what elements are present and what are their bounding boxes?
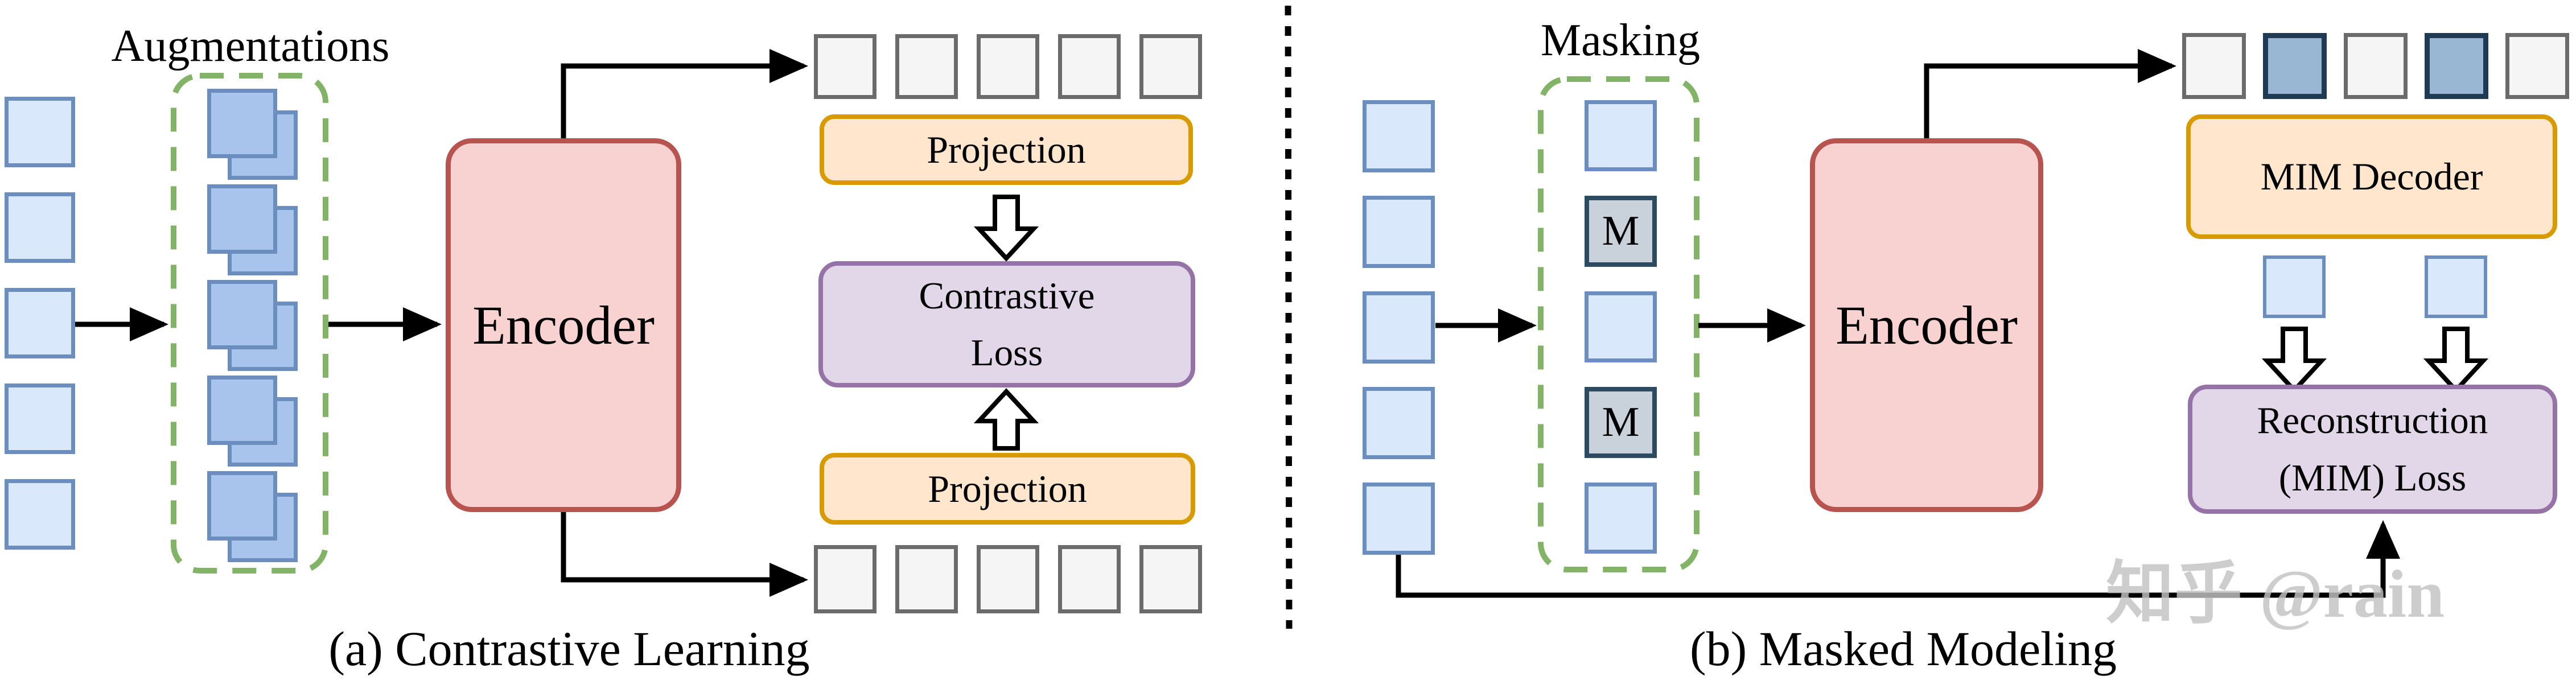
projection-box-top: Projection: [820, 114, 1193, 185]
visible-patch: [1585, 100, 1657, 171]
feature-token: [2344, 33, 2408, 99]
feature-token: [2505, 33, 2569, 99]
contrastive-loss-line1: Contrastive: [919, 274, 1095, 317]
augmentations-dashed-box: [171, 73, 328, 574]
line-input-to-reconstruction-loss: [1396, 520, 2400, 598]
input-patch: [1363, 100, 1435, 172]
feature-token: [895, 34, 958, 99]
augmented-patch-front: [207, 280, 277, 349]
input-patch: [1363, 482, 1435, 555]
input-patch: [5, 383, 75, 454]
input-patch: [5, 192, 75, 263]
projection-box-bottom: Projection: [820, 453, 1195, 525]
augmented-patch-front: [207, 376, 277, 445]
encoder-box-b: Encoder: [1810, 138, 2043, 512]
masking-dashed-box: [1538, 76, 1699, 572]
decoder-output-patch: [2263, 255, 2326, 318]
projection-top-label: Projection: [927, 127, 1086, 171]
projection-bottom-label: Projection: [928, 467, 1087, 510]
mim-decoder-label: MIM Decoder: [2260, 155, 2483, 198]
feature-token: [1139, 545, 1202, 613]
hollow-arrow-decoder-output-left: [2261, 327, 2327, 394]
augmented-patch-front: [207, 89, 277, 158]
line-encoder-to-bottom-tokens: [561, 512, 808, 597]
input-patch: [1363, 387, 1435, 459]
line-encoder-to-output-tokens: [1924, 49, 2176, 138]
line-encoder-to-top-tokens: [561, 49, 808, 138]
feature-token: [1058, 545, 1121, 613]
feature-token: [1139, 34, 1202, 99]
reconstruction-loss-line1: Reconstruction: [2257, 399, 2488, 442]
input-patch: [5, 288, 75, 358]
augmented-patch-front: [207, 184, 277, 254]
masked-position-token: [2263, 33, 2327, 99]
augmentations-label: Augmentations: [111, 21, 390, 71]
input-patch: [1363, 291, 1435, 364]
augmented-patch-front: [207, 471, 277, 541]
mask-token: M: [1585, 387, 1657, 458]
visible-patch: [1585, 482, 1657, 554]
hollow-arrow-decoder-output-right: [2423, 327, 2489, 394]
visible-patch: [1585, 291, 1657, 362]
feature-token: [2182, 33, 2246, 99]
caption-contrastive-learning: (a) Contrastive Learning: [328, 621, 810, 676]
encoder-label-b: Encoder: [1836, 295, 2018, 356]
feature-token: [977, 545, 1039, 613]
encoder-label-a: Encoder: [472, 295, 655, 356]
input-patch: [1363, 196, 1435, 268]
feature-token: [895, 545, 958, 613]
feature-token: [977, 34, 1039, 99]
mim-decoder-box: MIM Decoder: [2186, 114, 2557, 239]
contrastive-loss-line2: Loss: [970, 332, 1043, 374]
hollow-arrow-bottom-projection-to-loss: [973, 388, 1039, 451]
reconstruction-loss-line2: (MIM) Loss: [2278, 456, 2467, 499]
masking-label: Masking: [1541, 15, 1700, 65]
masked-position-token: [2425, 33, 2488, 99]
feature-token: [814, 545, 877, 613]
mask-token-label: M: [1602, 399, 1640, 446]
decoder-output-patch: [2425, 255, 2487, 318]
input-patch: [5, 479, 75, 550]
feature-token: [814, 34, 877, 99]
contrastive-loss-box: Contrastive Loss: [818, 261, 1195, 387]
input-patch: [5, 97, 75, 167]
feature-token: [1058, 34, 1121, 99]
encoder-box-a: Encoder: [446, 138, 681, 512]
watermark-text: 知乎 @rain: [2106, 556, 2445, 632]
panel-divider-dashed: [1285, 5, 1293, 629]
hollow-arrow-projection-to-loss: [973, 195, 1039, 262]
mask-token: M: [1585, 196, 1657, 267]
caption-masked-modeling: (b) Masked Modeling: [1690, 621, 2117, 676]
mask-token-label: M: [1602, 208, 1640, 254]
reconstruction-loss-box: Reconstruction (MIM) Loss: [2188, 385, 2557, 514]
